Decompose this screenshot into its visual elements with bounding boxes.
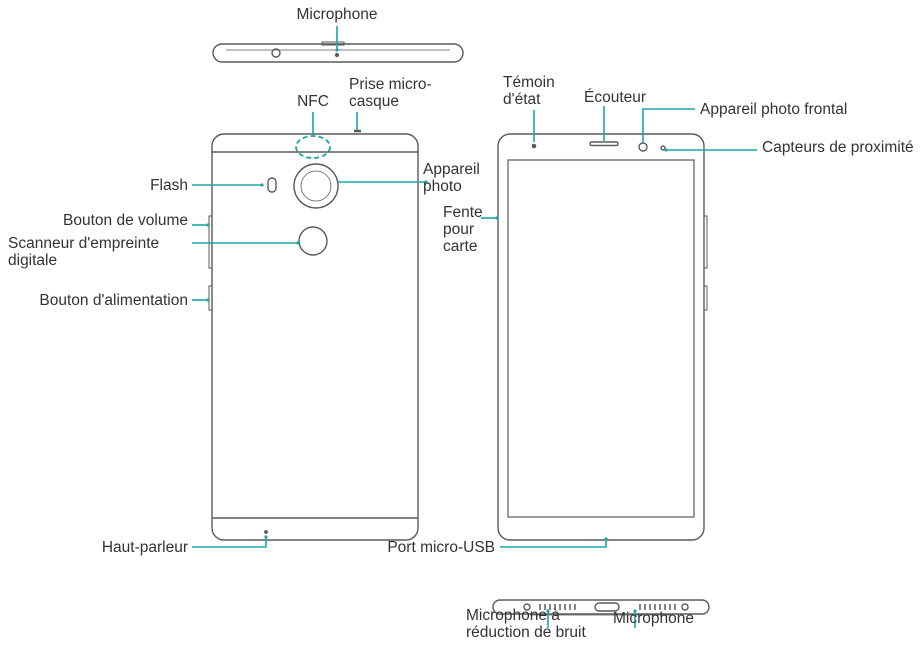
label-headset-jack: Prise micro-casque bbox=[349, 76, 432, 110]
proximity-sensor-component bbox=[660, 145, 666, 151]
label-front-camera: Appareil photo frontal bbox=[700, 101, 848, 118]
phone-front-view bbox=[497, 133, 708, 541]
leader-loudspeaker bbox=[192, 537, 267, 548]
label-loudspeaker: Haut-parleur bbox=[101, 539, 188, 556]
label-fingerprint: Scanneur d'empreinte digitale bbox=[8, 235, 160, 269]
label-volume: Bouton de volume bbox=[63, 212, 188, 229]
flash-component bbox=[267, 177, 277, 193]
fingerprint-component bbox=[298, 226, 328, 256]
earpiece-component bbox=[589, 141, 619, 147]
label-proximity-sensors: Capteurs de proximité bbox=[762, 139, 914, 156]
phone-top-edge bbox=[212, 41, 464, 63]
top-microphone-hole bbox=[334, 52, 340, 58]
label-camera: Appareil photo bbox=[423, 161, 480, 195]
leader-usb bbox=[500, 539, 607, 548]
screen bbox=[507, 159, 695, 518]
status-indicator-component bbox=[531, 143, 537, 149]
phone-back-view bbox=[208, 129, 419, 541]
label-card-slot: Fente pour carte bbox=[443, 204, 483, 255]
nfc-area bbox=[295, 135, 331, 159]
label-microphone-bottom: Microphone bbox=[613, 610, 694, 627]
label-flash: Flash bbox=[150, 177, 188, 194]
leader-front-camera bbox=[642, 108, 695, 143]
label-nfc: NFC bbox=[297, 93, 329, 110]
camera-component bbox=[293, 163, 339, 209]
label-status-indicator: Témoin d'état bbox=[503, 74, 555, 108]
usb-port-component bbox=[594, 602, 620, 612]
label-microphone-top: Microphone bbox=[296, 6, 378, 23]
label-power: Bouton d'alimentation bbox=[39, 292, 188, 309]
leader-lines bbox=[192, 26, 757, 628]
label-earpiece: Écouteur bbox=[584, 89, 647, 106]
label-noise-reduction-microphone: Microphone à réduction de bruit bbox=[466, 607, 586, 641]
label-micro-usb: Port micro-USB bbox=[387, 539, 495, 556]
front-camera-component bbox=[638, 142, 648, 152]
phone-bottom-edge bbox=[492, 599, 710, 616]
